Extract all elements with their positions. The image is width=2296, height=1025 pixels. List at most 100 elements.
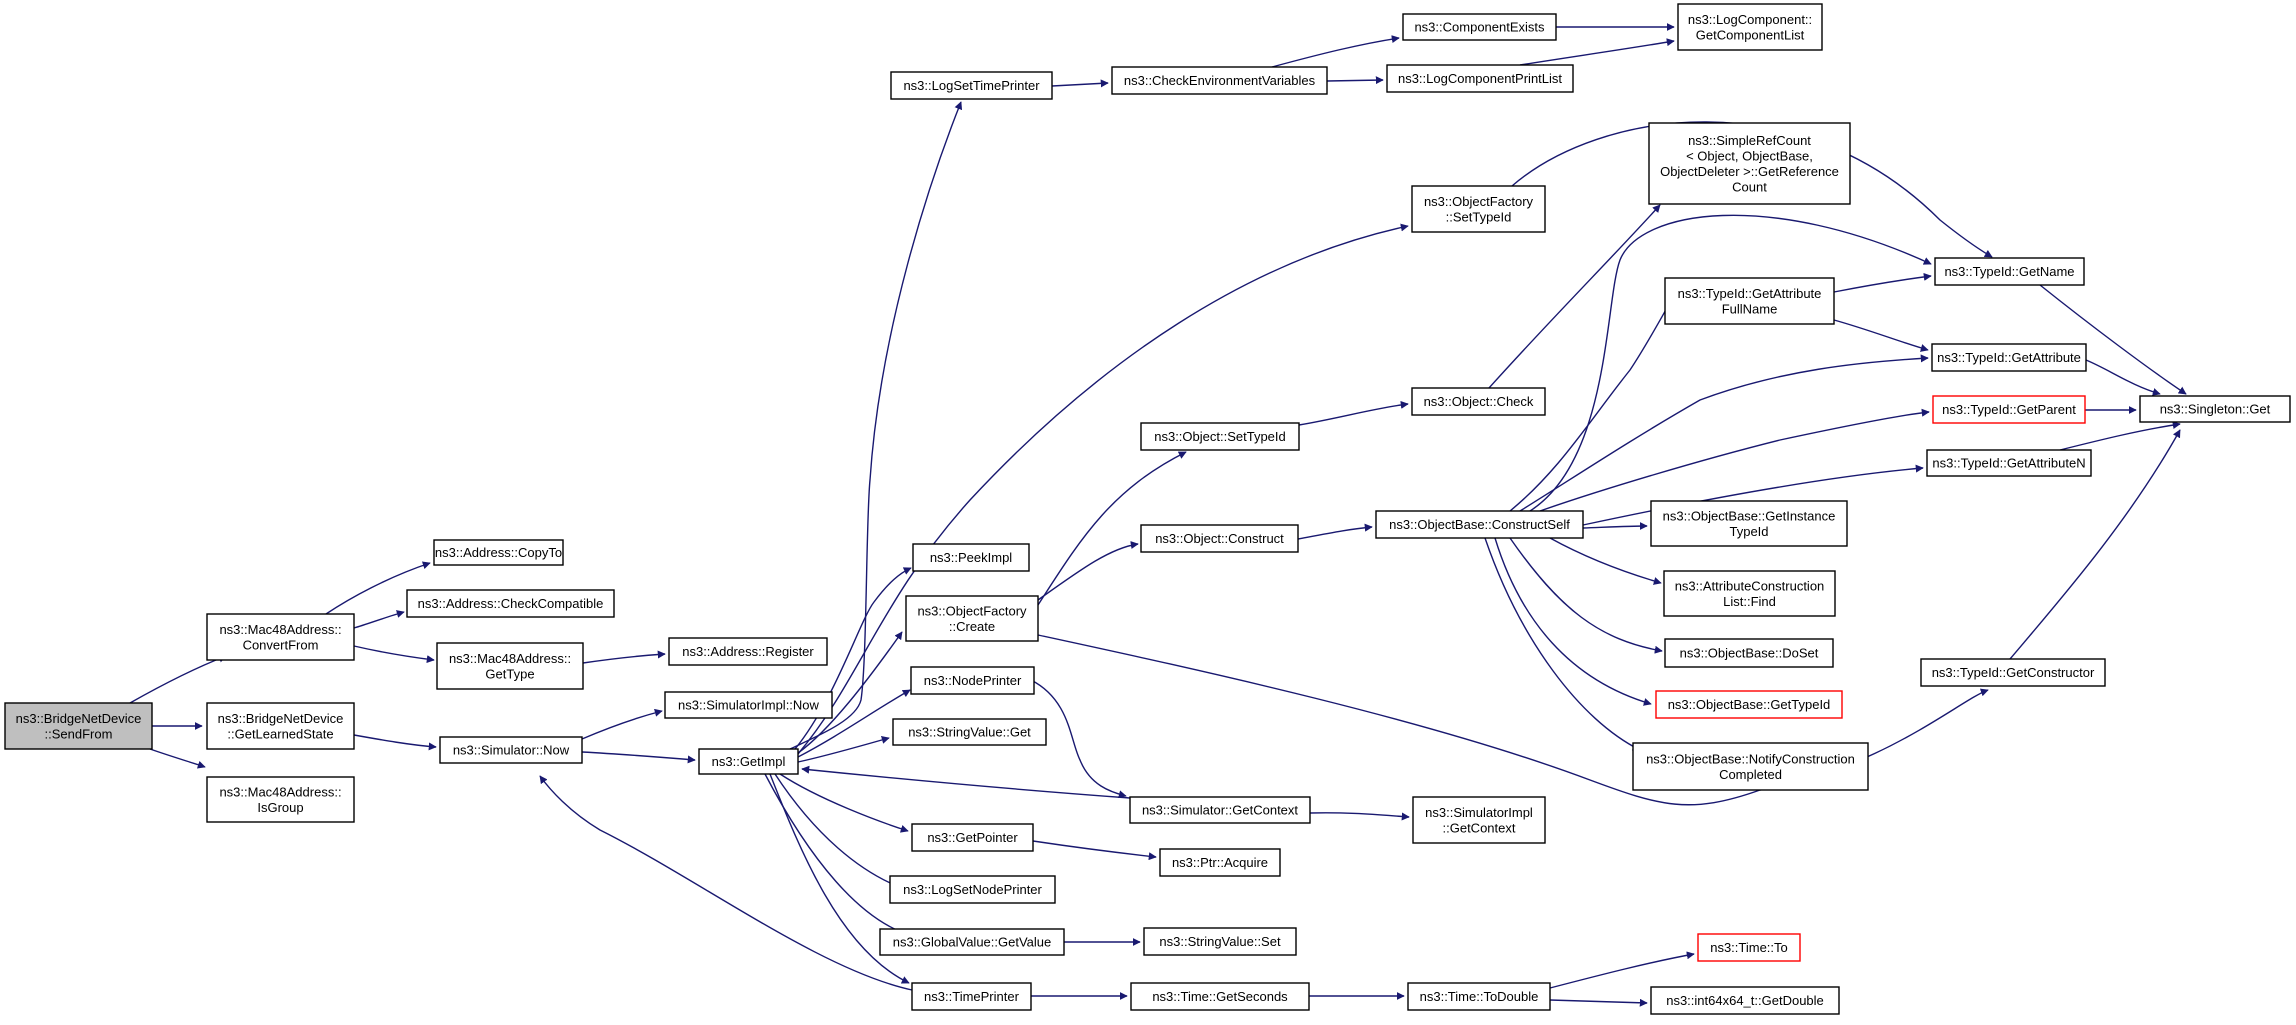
node-ofcreate[interactable]: ns3::ObjectFactory::Create — [905, 595, 1039, 642]
edge-constructself-to-getattributen — [1582, 464, 1924, 526]
node-getattributen[interactable]: ns3::TypeId::GetAttributeN — [1926, 449, 2092, 477]
node-getpointer[interactable]: ns3::GetPointer — [911, 823, 1034, 852]
node-ptracquire[interactable]: ns3::Ptr::Acquire — [1159, 848, 1281, 877]
edge-mac48gettype-to-register — [582, 650, 666, 664]
node-copyto[interactable]: ns3::Address::CopyTo — [433, 539, 564, 566]
node-label-line: ns3::Mac48Address:: — [219, 784, 341, 799]
node-label-line: ns3::AttributeConstruction — [1675, 578, 1825, 593]
node-label-line: ns3::StringValue::Get — [908, 725, 1031, 740]
node-convertfrom[interactable]: ns3::Mac48Address::ConvertFrom — [206, 613, 355, 661]
edge-arrow — [581, 708, 663, 740]
edge-arrow — [769, 773, 910, 984]
edge-getimpl-to-logsetnodeprinter — [774, 773, 903, 890]
node-label-line: ns3::Singleton::Get — [2160, 402, 2271, 417]
node-int64getdouble[interactable]: ns3::int64x64_t::GetDouble — [1650, 986, 1840, 1015]
node-getattribute[interactable]: ns3::TypeId::GetAttribute — [1931, 343, 2087, 372]
node-label-line: ns3::TimePrinter — [924, 989, 1020, 1004]
node-label-line: GetType — [485, 666, 534, 681]
edge-constructself-to-getattribute — [1519, 354, 1929, 512]
edge-arrow — [801, 765, 1131, 799]
node-label-line: ns3::LogSetTimePrinter — [903, 78, 1040, 93]
node-timeprinter[interactable]: ns3::TimePrinter — [911, 982, 1032, 1011]
node-checkcompat[interactable]: ns3::Address::CheckCompatible — [406, 589, 615, 618]
node-box — [1650, 986, 1840, 1015]
node-label-line: ns3::Address::Register — [682, 644, 814, 659]
node-doset[interactable]: ns3::ObjectBase::DoSet — [1664, 638, 1834, 668]
node-simnow[interactable]: ns3::Simulator::Now — [439, 736, 583, 764]
edge-arrow — [789, 101, 963, 750]
node-getname[interactable]: ns3::TypeId::GetName — [1934, 257, 2085, 286]
node-componentexists[interactable]: ns3::ComponentExists — [1402, 13, 1557, 41]
node-box — [911, 823, 1034, 852]
node-obgettypeid[interactable]: ns3::ObjectBase::GetTypeId — [1655, 690, 1843, 719]
node-getimpl[interactable]: ns3::GetImpl — [698, 748, 799, 775]
node-box — [1407, 982, 1551, 1011]
node-box — [698, 748, 799, 775]
node-simimplgetcontext[interactable]: ns3::SimulatorImpl::GetContext — [1412, 796, 1546, 844]
node-constructself[interactable]: ns3::ObjectBase::ConstructSelf — [1375, 510, 1584, 539]
edge-getlearned-to-simnow — [353, 734, 437, 751]
edge-sendfrom-to-isgroup — [149, 748, 206, 769]
node-stringvalueget[interactable]: ns3::StringValue::Get — [892, 718, 1047, 746]
node-mac48gettype[interactable]: ns3::Mac48Address::GetType — [436, 642, 584, 690]
node-objsettypeid[interactable]: ns3::Object::SetTypeId — [1140, 422, 1300, 451]
node-ofsettypeid[interactable]: ns3::ObjectFactory::SetTypeId — [1411, 185, 1546, 233]
node-objcheck[interactable]: ns3::Object::Check — [1411, 387, 1546, 416]
edge-timetodouble-to-timeto — [1549, 951, 1695, 989]
node-logcomponentprintlist[interactable]: ns3::LogComponentPrintList — [1386, 64, 1574, 93]
node-label-line: ns3::TypeId::GetAttributeN — [1932, 456, 2085, 471]
node-gvgetvalue[interactable]: ns3::GlobalValue::GetValue — [879, 928, 1065, 956]
node-nodeprinter[interactable]: ns3::NodePrinter — [910, 666, 1035, 695]
node-label-line: ns3::ComponentExists — [1414, 20, 1545, 35]
node-register[interactable]: ns3::Address::Register — [668, 637, 828, 666]
node-logsettimeprinter[interactable]: ns3::LogSetTimePrinter — [890, 71, 1053, 100]
node-getparent[interactable]: ns3::TypeId::GetParent — [1932, 395, 2086, 424]
edge-getimpl-to-timeprinter — [769, 773, 910, 984]
node-timetodouble[interactable]: ns3::Time::ToDouble — [1407, 982, 1551, 1011]
edge-arrow — [2009, 429, 2181, 660]
node-box — [1663, 570, 1836, 617]
node-simimplnow[interactable]: ns3::SimulatorImpl::Now — [664, 691, 833, 719]
node-isgroup[interactable]: ns3::Mac48Address::IsGroup — [206, 776, 355, 823]
node-label-line: ns3::Mac48Address:: — [449, 651, 571, 666]
node-box — [1129, 796, 1311, 824]
edge-getattrfullname-to-getattribute — [1833, 319, 1929, 352]
node-timegetseconds[interactable]: ns3::Time::GetSeconds — [1130, 982, 1310, 1011]
node-label-line: ::Create — [949, 619, 995, 634]
node-simplerefcount[interactable]: ns3::SimpleRefCount< Object, ObjectBase,… — [1648, 122, 1851, 205]
node-label-line: ns3::ObjectBase::NotifyConstruction — [1646, 751, 1855, 766]
node-notifyconstruction[interactable]: ns3::ObjectBase::NotifyConstructionCompl… — [1632, 742, 1869, 791]
edge-checkenv-to-componentexists — [1271, 35, 1400, 68]
node-box — [206, 613, 355, 661]
node-label-line: Completed — [1719, 767, 1782, 782]
node-checkenv[interactable]: ns3::CheckEnvironmentVariables — [1111, 66, 1328, 95]
edge-getimpl-to-nodeprinter — [797, 689, 911, 758]
node-label-line: TypeId — [1729, 524, 1768, 539]
edge-arrow — [1833, 272, 1932, 293]
node-box — [1411, 387, 1546, 416]
node-peekimpl[interactable]: ns3::PeekImpl — [912, 543, 1030, 572]
node-getcomponentlist[interactable]: ns3::LogComponent::GetComponentList — [1677, 3, 1823, 51]
node-objconstruct[interactable]: ns3::Object::Construct — [1140, 524, 1299, 553]
node-timeto[interactable]: ns3::Time::To — [1697, 933, 1801, 962]
node-sendfrom[interactable]: ns3::BridgeNetDevice::SendFrom — [4, 702, 153, 750]
edge-getimpl-to-ofcreate — [797, 631, 903, 754]
node-simgetcontext[interactable]: ns3::Simulator::GetContext — [1129, 796, 1311, 824]
node-label-line: ns3::TypeId::GetParent — [1942, 402, 2076, 417]
node-logsetnodeprinter[interactable]: ns3::LogSetNodePrinter — [889, 875, 1056, 904]
edge-arrow — [1539, 408, 1930, 512]
node-getlearned[interactable]: ns3::BridgeNetDevice::GetLearnedState — [206, 702, 355, 750]
node-box — [1111, 66, 1328, 95]
node-box — [436, 642, 584, 690]
node-singletonget[interactable]: ns3::Singleton::Get — [2139, 395, 2291, 423]
node-label-line: ns3::TypeId::GetConstructor — [1932, 665, 2095, 680]
edge-convertfrom-to-copyto — [325, 561, 431, 615]
edge-simgetcontext-to-simimplgetcontext — [1309, 812, 1410, 821]
node-getconstructor[interactable]: ns3::TypeId::GetConstructor — [1920, 658, 2106, 687]
edge-sendfrom-to-convertfrom — [129, 654, 227, 704]
edge-constructself-to-getparent — [1539, 408, 1930, 512]
node-stringvalueset[interactable]: ns3::StringValue::Set — [1143, 927, 1297, 956]
